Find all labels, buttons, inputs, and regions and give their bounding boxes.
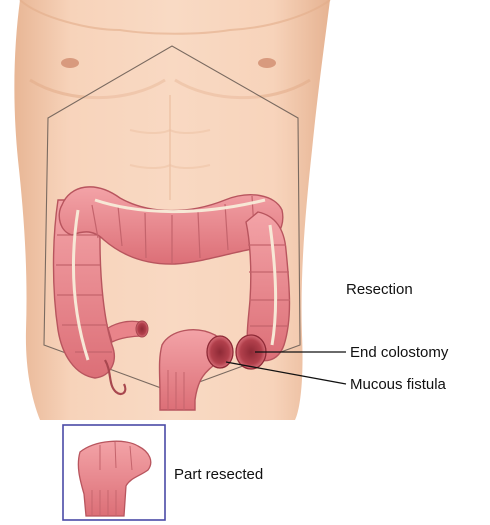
resection-label: Resection: [346, 281, 413, 299]
left-nipple: [61, 58, 79, 68]
mucous-fistula-label: Mucous fistula: [350, 376, 446, 394]
part-resected-label: Part resected: [174, 466, 263, 484]
right-nipple: [258, 58, 276, 68]
end-colostomy-label: End colostomy: [350, 344, 448, 362]
part-resected-inset: [63, 425, 165, 520]
